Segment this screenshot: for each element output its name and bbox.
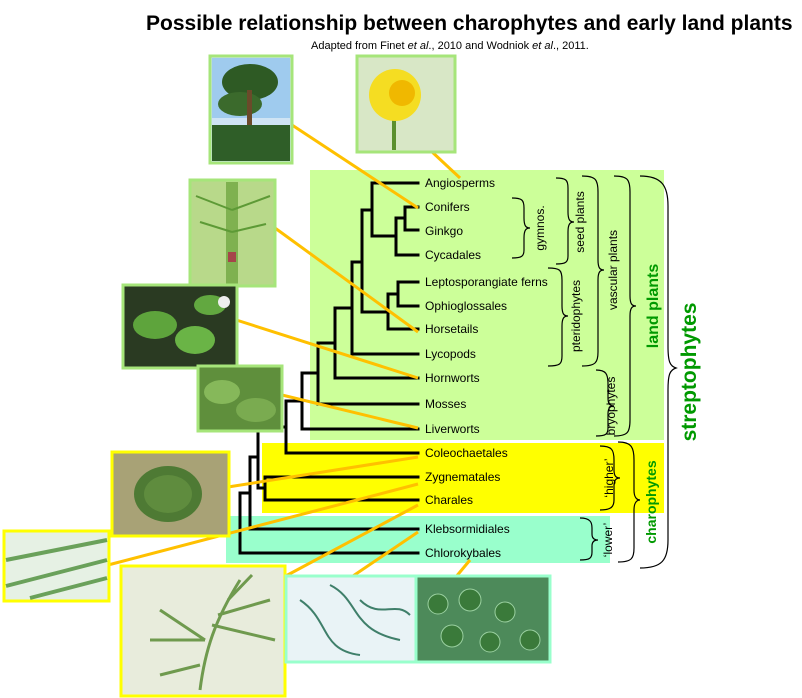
- bracket-pteridophytes: [547, 267, 569, 367]
- subtitle-prefix: Adapted from Finet: [311, 40, 408, 52]
- phylogenetic-tree: [238, 181, 420, 555]
- taxon-mosses: Mosses: [425, 397, 466, 411]
- taxon-zygnematales: Zygnematales: [425, 470, 500, 484]
- bracket-land-plants: [613, 175, 637, 437]
- bracket-gymnos: [511, 197, 531, 259]
- lower-charophytes-box: [226, 516, 610, 563]
- taxon-leptosporangiate-ferns: Leptosporangiate ferns: [425, 275, 548, 289]
- group-label-seed-plants: seed plants: [573, 191, 587, 252]
- hornwort-photo: [121, 283, 239, 370]
- bracket-lower: [579, 517, 599, 561]
- chlorokybus-photo: [414, 574, 552, 664]
- taxon-cycadales: Cycadales: [425, 248, 481, 262]
- page-title: Possible relationship between charophyte…: [146, 12, 793, 35]
- taxon-lycopods: Lycopods: [425, 347, 476, 361]
- bracket-streptophytes: [639, 175, 678, 569]
- taxon-liverworts: Liverworts: [425, 422, 480, 436]
- pine-tree-photo: [208, 54, 294, 165]
- group-label-bryophytes: bryophytes: [604, 377, 618, 436]
- taxon-angiosperms: Angiosperms: [425, 176, 495, 190]
- group-label-gymnos: gymnos.: [533, 205, 547, 250]
- subtitle: Adapted from Finet et al., 2010 and Wodn…: [311, 40, 589, 52]
- group-label-charophytes: charophytes: [643, 460, 659, 543]
- land-plants-box: [310, 170, 664, 440]
- bracket-higher: [599, 445, 621, 511]
- daffodil-photo: [355, 54, 457, 154]
- subtitle-mid: ., 2010 and Wodniok: [428, 40, 533, 52]
- taxon-hornworts: Hornworts: [425, 371, 480, 385]
- taxon-horsetails: Horsetails: [425, 322, 478, 336]
- bracket-vascular-plants: [581, 175, 605, 367]
- zygnema-photo: [2, 529, 111, 603]
- bracket-bryophytes: [595, 369, 615, 437]
- photo-connectors: [107, 123, 472, 580]
- subtitle-etal-2: et al: [532, 40, 553, 52]
- group-label-streptophytes: streptophytes: [678, 303, 701, 442]
- taxon-klebsormidiales: Klebsormidiales: [425, 522, 510, 536]
- group-label-vascular-plants: vascular plants: [606, 230, 620, 310]
- bracket-charophytes: [617, 441, 641, 563]
- taxon-ginkgo: Ginkgo: [425, 224, 463, 238]
- liverwort-photo: [196, 364, 284, 433]
- taxon-charales: Charales: [425, 493, 473, 507]
- group-label-lower: ‘lower’: [601, 523, 615, 557]
- coleochaete-photo: [110, 450, 231, 538]
- subtitle-suffix: ., 2011.: [552, 40, 589, 52]
- subtitle-etal-1: et al: [407, 40, 429, 52]
- taxon-ophioglossales: Ophioglossales: [425, 299, 507, 313]
- taxon-coleochaetales: Coleochaetales: [425, 446, 508, 460]
- chara-photo: [119, 564, 287, 698]
- horsetail-photo: [188, 178, 277, 288]
- klebsormidium-photo: [284, 574, 418, 664]
- group-label-land-plants: land plants: [645, 264, 662, 349]
- group-brackets: [511, 175, 678, 569]
- bracket-seed-plants: [555, 177, 575, 265]
- group-label-pteridophytes: pteridophytes: [569, 280, 583, 352]
- taxon-chlorokybales: Chlorokybales: [425, 546, 501, 560]
- taxon-conifers: Conifers: [425, 200, 470, 214]
- group-label-higher: ‘higher’: [602, 458, 616, 497]
